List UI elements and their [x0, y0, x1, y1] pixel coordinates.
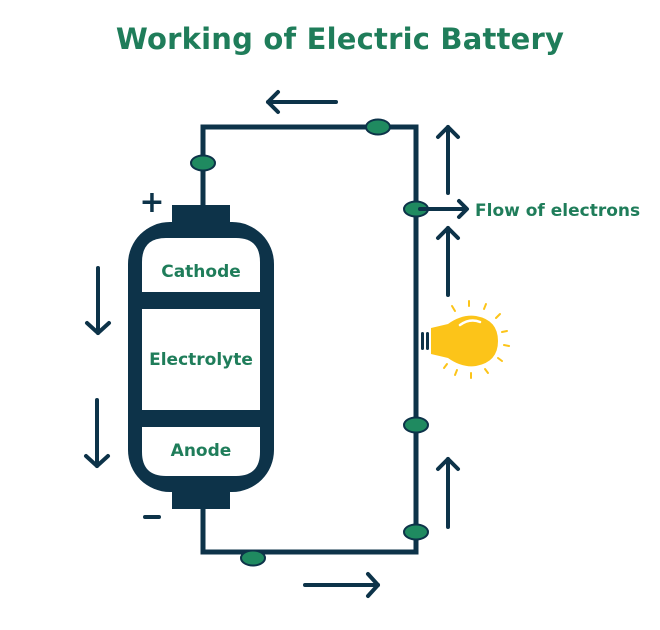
- cathode-label: Cathode: [161, 262, 241, 282]
- wire-node: [365, 118, 391, 136]
- negative-terminal: [172, 487, 230, 509]
- electrolyte-compartment: [142, 309, 260, 410]
- electrolyte-label: Electrolyte: [149, 350, 253, 370]
- flow-pointer-arrow: [418, 199, 469, 219]
- anode-label: Anode: [171, 441, 232, 461]
- diagram-title: Working of Electric Battery: [115, 22, 565, 56]
- arrow-down-icon: [84, 398, 110, 468]
- anode-compartment: [142, 427, 260, 476]
- wire-node: [403, 523, 429, 541]
- arrow-right-icon: [303, 572, 380, 598]
- positive-terminal: [172, 205, 230, 227]
- flow-of-electrons-label: Flow of electrons: [475, 201, 640, 221]
- negative-sign: [143, 515, 161, 519]
- cathode-compartment: [142, 238, 260, 292]
- light-bulb-icon: [421, 300, 510, 379]
- arrow-left-icon: [266, 90, 338, 114]
- wire-node: [403, 416, 429, 434]
- arrow-up-icon: [436, 457, 460, 529]
- wire-node: [190, 154, 216, 172]
- circuit-wire: [200, 124, 419, 555]
- arrow-down-icon: [85, 266, 111, 335]
- arrow-up-icon: [436, 125, 460, 195]
- wire-node: [240, 549, 266, 567]
- positive-sign: +: [139, 185, 164, 220]
- arrow-up-icon: [436, 226, 460, 297]
